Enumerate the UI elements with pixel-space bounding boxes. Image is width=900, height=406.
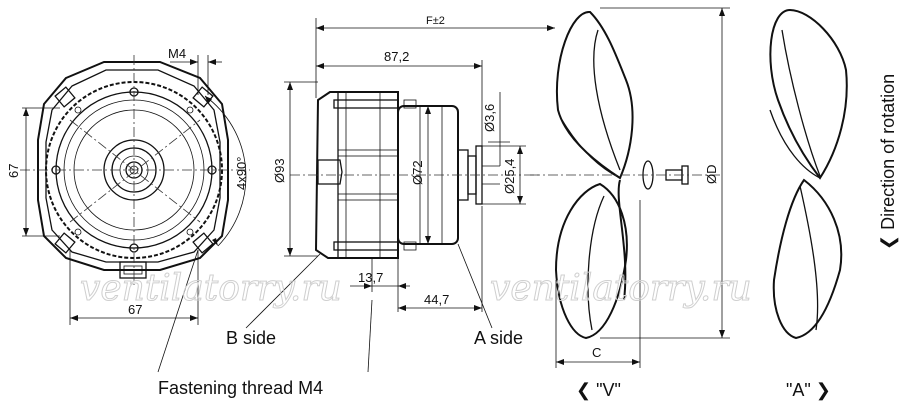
front-height-dim: 67 [6,164,21,178]
watermark-right: ventilatorry.ru [490,268,752,309]
fastening-thread-label: Fastening thread M4 [158,378,323,398]
dim-447: 44,7 [424,292,449,307]
dia-72-dim: Ø72 [410,160,425,185]
side-view: F±2 87,2 Ø93 Ø72 Ø25,4 Ø3,6 [158,15,555,398]
direction-of-rotation: ❮ Direction of rotation [878,74,899,250]
holes-angle-dim: 4x90° [234,157,249,190]
dia-36-dim: Ø3,6 [482,104,497,132]
view-a-label: "A" ❯ [786,380,831,401]
c-dim: C [592,345,601,360]
dia-93-dim: Ø93 [272,158,287,183]
front-width-dim: 67 [128,302,142,317]
fan-blade-v-view: C ØD ❮ "V" [530,7,730,401]
b-side-label: B side [226,328,276,348]
thread-dim: M4 [168,46,186,61]
fan-blade-a-view: "A" ❯ [769,8,848,401]
f-dim: F±2 [426,15,445,27]
dia-254-dim: Ø25,4 [502,159,517,194]
length-dim: 87,2 [384,49,409,64]
front-view: 67 67 M4 4x90° [6,46,250,373]
a-side-label: A side [474,328,523,348]
dim-137: 13,7 [358,270,383,285]
watermark-left: ventilatorry.ru [80,268,342,309]
view-v-label: ❮ "V" [576,380,621,401]
d-dim: ØD [704,165,719,185]
